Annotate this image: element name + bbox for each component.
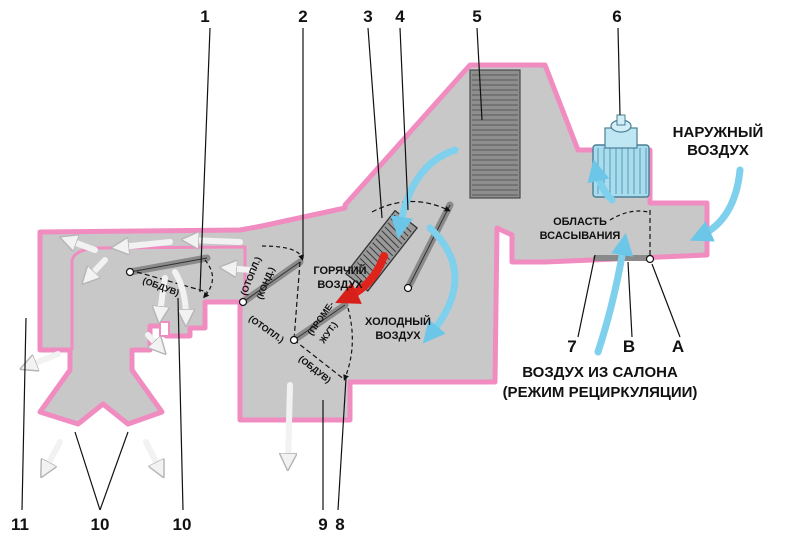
callout-3: 3 [363, 7, 372, 26]
hot-air-arrow [335, 252, 388, 304]
hot-air-label-line1: ГОРЯЧИЙ [313, 264, 366, 277]
callout-B: B [623, 337, 635, 356]
callout-9: 9 [318, 515, 327, 534]
leader-lines [21, 27, 681, 511]
cold-air-arrows [390, 146, 744, 356]
blend-door [371, 200, 454, 293]
flow-arrow [145, 332, 160, 348]
flow-arrow [288, 382, 290, 462]
callout-numbers: 1 2 3 4 5 6 7 B A 8 9 10 10 11 [11, 7, 684, 534]
heater-fin [378, 234, 397, 253]
cabin-air-label-line1: ВОЗДУХ ИЗ САЛОНА [522, 364, 678, 381]
evaporator [469, 69, 521, 199]
callout-8: 8 [335, 515, 344, 534]
flow-arrow [68, 240, 98, 253]
flow-arrow [228, 268, 253, 270]
callout-4: 4 [395, 7, 405, 26]
flow-labels: НАРУЖНЫЙ ВОЗДУХ ОБЛАСТЬ ВСАСЫВАНИЯ ГОРЯЧ… [313, 123, 763, 401]
mode-door-lower [289, 301, 353, 381]
callout-10-right: 10 [173, 515, 192, 534]
callout-10-left: 10 [91, 515, 110, 534]
blower-motor [592, 114, 650, 198]
cold-air-arrow [594, 232, 634, 356]
callout-A: A [672, 337, 684, 356]
flow-arrows [28, 240, 290, 470]
intake-area-label-line1: ОБЛАСТЬ [553, 216, 607, 228]
flow-arrow [143, 439, 160, 470]
heater-fin [381, 230, 400, 249]
cold-air-arrow [689, 166, 744, 242]
outside-air-label-line1: НАРУЖНЫЙ [673, 123, 764, 141]
defrost-door-left [125, 254, 214, 299]
intake-area-label-line2: ВСАСЫВАНИЯ [540, 230, 621, 242]
callout-1: 1 [200, 7, 209, 26]
hot-air-label-line2: ВОЗДУХ [317, 279, 363, 291]
flow-arrow [88, 257, 108, 278]
cold-air-arrow [422, 224, 459, 344]
callout-5: 5 [472, 7, 481, 26]
cold-air-arrow [587, 159, 616, 204]
cold-air-arrow [390, 146, 459, 240]
callout-7: 7 [567, 337, 576, 356]
mode-door-upper [238, 245, 304, 341]
flow-arrow [160, 275, 165, 315]
flow-arrow [120, 242, 173, 247]
flow-arrow [28, 351, 61, 366]
cold-air-label-line1: ХОЛОДНЫЙ [365, 315, 431, 328]
cold-air-label-line2: ВОЗДУХ [375, 330, 421, 342]
callout-11: 11 [11, 515, 29, 534]
flow-arrow [190, 240, 243, 242]
callout-6: 6 [612, 7, 621, 26]
flow-arrow [45, 439, 63, 470]
heater-fin [375, 238, 394, 257]
callout-2: 2 [298, 7, 307, 26]
evaporator-fins [472, 74, 518, 196]
center-vent-slot [159, 321, 170, 337]
flow-arrow [172, 269, 186, 318]
outside-air-label-line2: ВОЗДУХ [687, 142, 749, 159]
cabin-air-label-line2: (РЕЖИМ РЕЦИРКУЛЯЦИИ) [503, 384, 698, 401]
